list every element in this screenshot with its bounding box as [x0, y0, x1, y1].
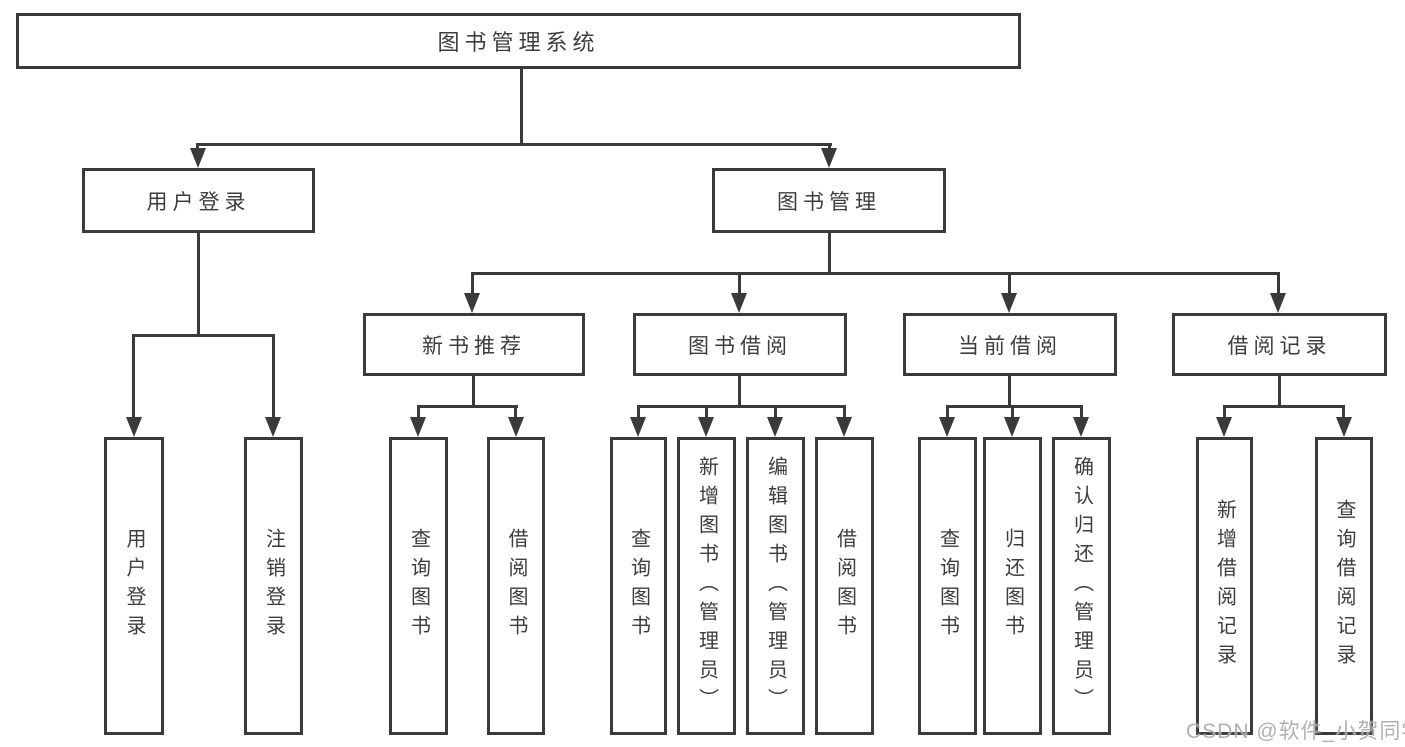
arrowhead [939, 417, 955, 437]
connector-drop [843, 405, 846, 419]
leaf-edit-books-admin: 编辑图书（管理员） [746, 437, 805, 735]
arrowhead [190, 148, 206, 168]
connector-drop [132, 334, 135, 419]
leaf-query-books: 查询图书 [389, 437, 448, 735]
connector-drop [1008, 272, 1011, 297]
connector-stem [1008, 376, 1011, 408]
arrowhead [508, 417, 524, 437]
leaf-query-books-3: 查询图书 [918, 437, 977, 735]
arrowhead [265, 417, 281, 437]
arrowhead [126, 417, 142, 437]
connector-bookmgmt-stem [828, 233, 831, 275]
arrowhead [464, 293, 480, 313]
leaf-user-login: 用户登录 [104, 437, 164, 735]
arrowhead [1336, 417, 1352, 437]
connector-drop [774, 405, 777, 419]
connector-drop [471, 272, 474, 297]
leaf-logout: 注销登录 [244, 437, 303, 735]
arrowhead [1216, 417, 1232, 437]
arrowhead [821, 148, 837, 168]
arrowhead [410, 417, 426, 437]
arrowhead [698, 417, 714, 437]
node-new-book-recommend: 新书推荐 [363, 313, 585, 376]
connector-stem [738, 376, 741, 408]
connector-drop [417, 405, 420, 419]
connector-level2-rail [196, 143, 832, 146]
leaf-confirm-return-admin: 确认归还（管理员） [1052, 437, 1111, 735]
connector-drop [272, 334, 275, 419]
connector-drop [1342, 405, 1345, 419]
connector-level3-rail [471, 272, 1280, 275]
connector-rail [637, 405, 846, 408]
node-book-borrow: 图书借阅 [633, 313, 847, 376]
connector-drop [514, 405, 517, 419]
connector-drop [1223, 405, 1226, 419]
leaf-query-borrow-record: 查询借阅记录 [1315, 437, 1373, 735]
node-current-borrow: 当前借阅 [903, 313, 1117, 376]
leaf-query-books-2: 查询图书 [610, 437, 667, 735]
leaf-borrow-books-2: 借阅图书 [815, 437, 874, 735]
leaf-borrow-books: 借阅图书 [487, 437, 545, 735]
connector-userlogin-rail [132, 334, 275, 337]
node-root: 图书管理系统 [16, 13, 1021, 69]
arrowhead [1270, 293, 1286, 313]
leaf-add-books-admin: 新增图书（管理员） [677, 437, 736, 735]
connector-drop [1080, 405, 1083, 419]
arrowhead [1001, 293, 1017, 313]
connector-stem [472, 376, 475, 408]
connector-drop [1011, 405, 1014, 419]
node-user-login: 用户登录 [82, 168, 315, 233]
csdn-watermark: CSDN @软件_小贺同学 [1186, 720, 1405, 743]
arrowhead [731, 293, 747, 313]
connector-stem [1278, 376, 1281, 408]
arrowhead [1004, 417, 1020, 437]
node-book-management: 图书管理 [712, 168, 946, 233]
leaf-return-books: 归还图书 [983, 437, 1042, 735]
arrowhead [767, 417, 783, 437]
connector-drop [1277, 272, 1280, 297]
connector-userlogin-stem [197, 233, 200, 337]
connector-rail [946, 405, 1083, 408]
connector-rail [1223, 405, 1345, 408]
connector-drop [705, 405, 708, 419]
connector-drop [946, 405, 949, 419]
node-borrow-records: 借阅记录 [1172, 313, 1387, 376]
connector-root-stem [520, 68, 523, 146]
leaf-add-borrow-record: 新增借阅记录 [1196, 437, 1253, 735]
arrowhead [836, 417, 852, 437]
connector-rail [417, 405, 518, 408]
connector-drop [637, 405, 640, 419]
connector-drop [738, 272, 741, 297]
arrowhead [630, 417, 646, 437]
arrowhead [1073, 417, 1089, 437]
